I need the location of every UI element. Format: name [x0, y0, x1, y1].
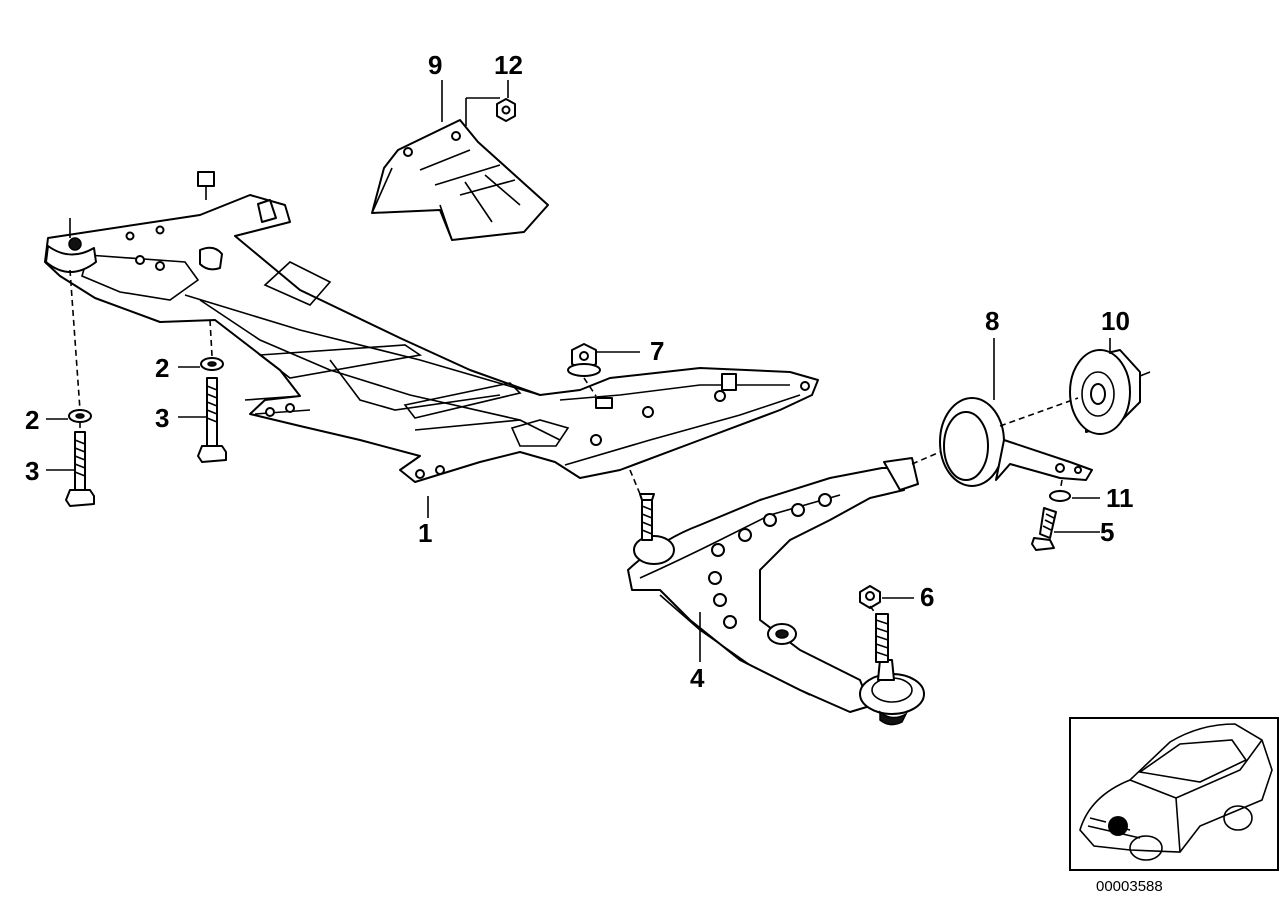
- callout-3-left: 3: [25, 456, 39, 486]
- leader-lines: [46, 80, 1151, 662]
- callout-4: 4: [690, 663, 705, 693]
- callout-7: 8: [985, 306, 999, 336]
- callout-5: 7: [650, 336, 664, 366]
- callout-12: 12: [494, 50, 523, 80]
- rubber-bushing: [1069, 349, 1141, 435]
- washer-right: [1049, 490, 1071, 502]
- callout-10: 5: [1100, 517, 1114, 547]
- callout-2-left: 2: [25, 405, 39, 435]
- front-axle-carrier: [44, 171, 819, 483]
- vehicle-location-inset: [1069, 717, 1279, 871]
- bolt-right: [1031, 507, 1057, 551]
- callout-3-middle: 3: [155, 403, 169, 433]
- callout-8: 10: [1101, 306, 1130, 336]
- hex-nut-small: [496, 98, 516, 122]
- washer-middle: [200, 357, 224, 371]
- bolt-middle: [197, 377, 227, 463]
- rubber-mounting-bracket: [939, 397, 1093, 487]
- diagram-reference-number: 00003588: [1096, 878, 1163, 895]
- wishbone-control-arm: [627, 457, 925, 726]
- callout-9: 11: [1106, 483, 1134, 513]
- callout-11: 9: [428, 50, 442, 80]
- heat-shield-bracket: [371, 119, 549, 241]
- location-marker: [1108, 816, 1128, 836]
- bolt-left: [65, 431, 95, 507]
- callout-2-middle: 2: [155, 353, 169, 383]
- washer-left: [68, 409, 92, 423]
- collar-nut: [567, 343, 601, 377]
- self-locking-nut: [859, 585, 881, 609]
- callout-6: 6: [920, 582, 934, 612]
- callout-1: 1: [418, 518, 432, 548]
